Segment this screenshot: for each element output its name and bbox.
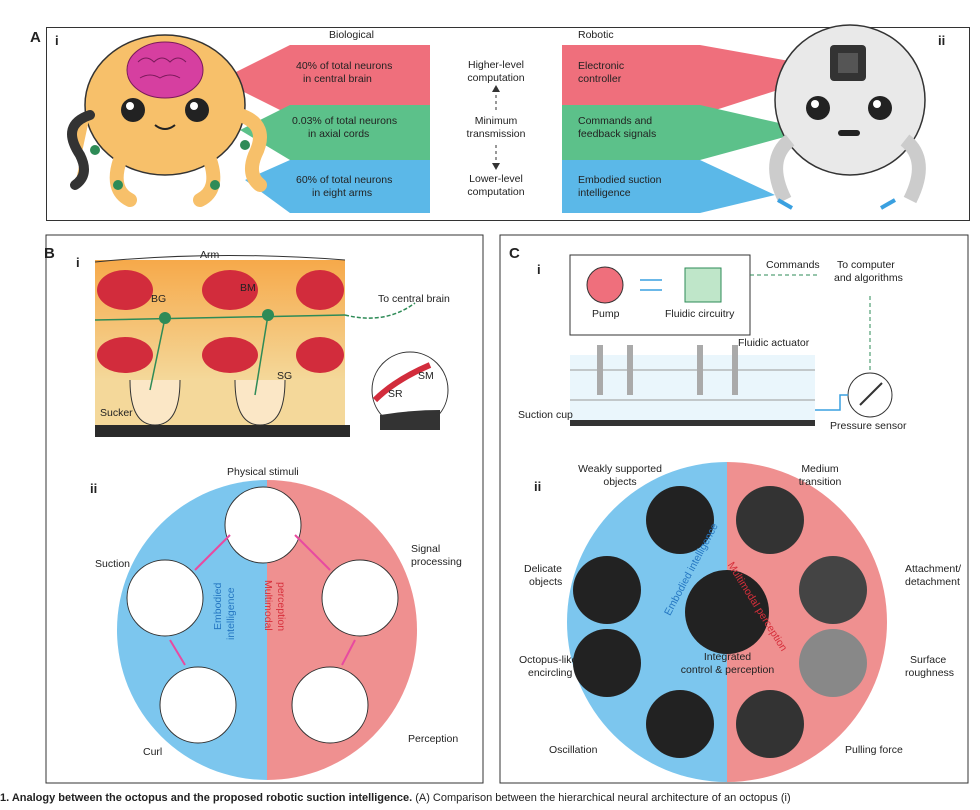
integrated-label-1: Integrated <box>703 651 752 663</box>
mid-1-l2: computation <box>467 72 525 84</box>
curl-label: Curl <box>143 746 163 758</box>
mid-3-l2: computation <box>467 186 525 198</box>
robot-row-3-l1: Embodied suction <box>578 174 662 186</box>
multimodal-label-2: perception <box>275 582 287 632</box>
bio-row-3-l1: 60% of total neurons <box>296 174 393 186</box>
mid-2-l2: transmission <box>466 128 526 140</box>
signal-label-1: Signal <box>411 543 441 555</box>
robot-row-1-l1: Electronic <box>578 60 625 72</box>
arm-illustration <box>94 254 449 437</box>
weakly-label-2: objects <box>603 476 637 488</box>
cup-label: Suction cup <box>518 409 573 421</box>
robot-illustration <box>769 24 926 210</box>
embodied-label-1: Embodied <box>212 582 224 630</box>
mid-2-l1: Minimum <box>474 115 518 127</box>
attach-label-2: detachment <box>905 576 960 588</box>
sensor-label: Pressure sensor <box>830 420 907 432</box>
oscillation-label: Oscillation <box>549 744 598 756</box>
sm-label: SM <box>418 370 434 382</box>
mid-3-l1: Lower-level <box>469 173 523 185</box>
panel-a-sub-ii: ii <box>938 33 946 48</box>
bio-band-blue <box>245 160 430 213</box>
integrated-label-2: control & perception <box>680 664 775 676</box>
bio-band-green <box>240 105 430 160</box>
signal-label-2: processing <box>411 556 462 568</box>
panel-a-sub-i: i <box>55 33 59 48</box>
bm-label: BM <box>240 282 256 294</box>
delicate-label-2: objects <box>529 576 563 588</box>
surface-label-1: Surface <box>910 654 947 666</box>
multimodal-label-1: Multimodal <box>262 580 274 631</box>
physical-stimuli-label: Physical stimuli <box>227 466 299 478</box>
robot-row-3-l2: intelligence <box>578 187 631 199</box>
encircle-label-2: encircling <box>528 667 573 679</box>
robotic-title: Robotic <box>578 29 614 41</box>
caption-rest: (A) Comparison between the hierarchical … <box>412 792 791 804</box>
robot-row-2-l2: feedback signals <box>578 128 657 140</box>
bio-row-3-l2: in eight arms <box>312 187 373 199</box>
robot-row-1-l2: controller <box>578 73 622 85</box>
perception-label: Perception <box>408 733 459 745</box>
panel-c-letter: C <box>509 245 520 262</box>
caption-bold: 1. Analogy between the octopus and the p… <box>0 792 413 804</box>
computer-label-1: To computer <box>837 259 895 271</box>
biological-title: Biological <box>329 29 374 41</box>
sr-label: SR <box>388 388 403 400</box>
suction-label: Suction <box>95 558 131 570</box>
panel-a-letter: A <box>30 29 41 46</box>
octopus-illustration <box>67 34 267 207</box>
to-brain-label: To central brain <box>378 293 450 305</box>
pulling-label: Pulling force <box>845 744 903 756</box>
panel-a-bands <box>220 45 840 213</box>
figure-caption: 1. Analogy between the octopus and the p… <box>0 792 980 804</box>
computer-label-2: and algorithms <box>834 272 903 284</box>
perception-circle-c <box>567 462 887 782</box>
robot-band-red <box>562 45 840 115</box>
panel-b-letter: B <box>44 245 55 262</box>
encircle-label-1: Octopus-like <box>519 654 578 666</box>
fluidic-label: Fluidic circuitry <box>665 308 735 320</box>
actuator-label: Fluidic actuator <box>738 337 810 349</box>
panel-c-sub-i: i <box>537 262 541 277</box>
sg-label: SG <box>277 370 293 382</box>
robot-row-2-l1: Commands and <box>578 115 653 127</box>
panel-b-sub-i: i <box>76 255 80 270</box>
bg-label: BG <box>151 293 167 305</box>
bio-row-1-l2: in central brain <box>303 73 372 85</box>
bio-band-red <box>220 45 430 115</box>
surface-label-2: roughness <box>905 667 955 679</box>
embodied-label-2: intelligence <box>225 587 237 640</box>
robot-band-green <box>562 105 810 160</box>
bio-row-1-l1: 40% of total neurons <box>296 60 393 72</box>
panel-c-sub-ii: ii <box>534 479 542 494</box>
medium-label-1: Medium <box>801 463 839 475</box>
perception-circle-b <box>117 480 417 780</box>
sucker-label: Sucker <box>100 407 133 419</box>
panel-b-sub-ii: ii <box>90 481 98 496</box>
attach-label-1: Attachment/ <box>905 563 962 575</box>
bio-row-2-l1: 0.03% of total neurons <box>292 115 398 127</box>
robot-band-blue <box>562 160 775 213</box>
medium-label-2: transition <box>798 476 842 488</box>
pump-label: Pump <box>592 308 620 320</box>
mid-1-l1: Higher-level <box>467 59 525 71</box>
fluidic-diagram <box>569 254 893 426</box>
arm-label: Arm <box>200 249 220 261</box>
commands-label: Commands <box>766 259 820 271</box>
delicate-label-1: Delicate <box>524 563 562 575</box>
weakly-label-1: Weakly supported <box>578 463 662 475</box>
bio-row-2-l2: in axial cords <box>308 128 370 140</box>
